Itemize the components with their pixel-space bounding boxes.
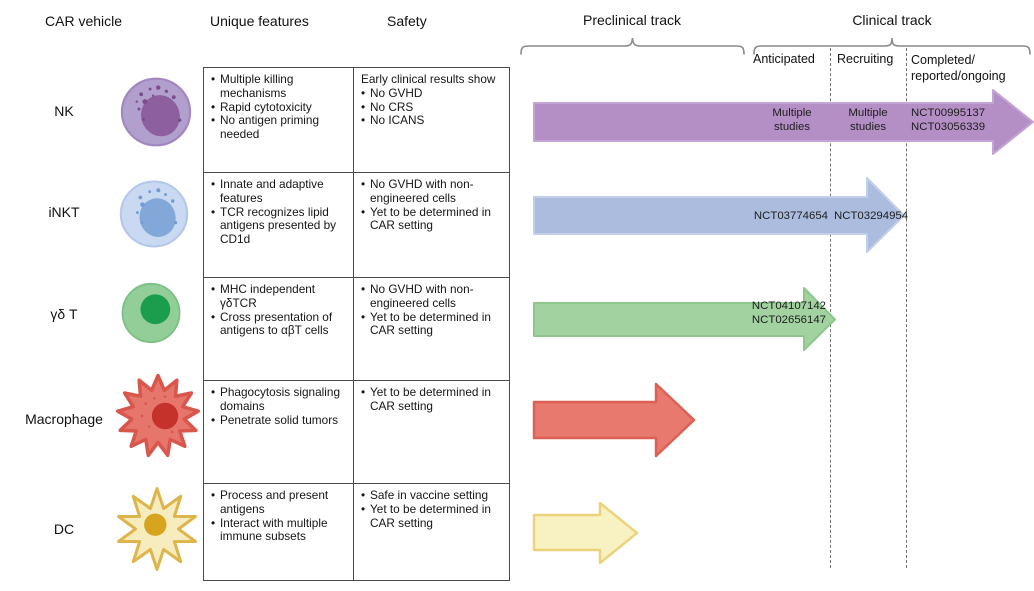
gamma-delta-t-safety-cell: No GVHD with non-engineered cells Yet to…: [354, 278, 509, 381]
preclinical-brace: [520, 37, 745, 55]
col-header-clinical-track: Clinical track: [852, 12, 932, 28]
track-braces: [520, 37, 1031, 55]
row-label-inkt: iNKT: [48, 204, 80, 220]
dc-safety-cell: Safe in vaccine setting Yet to be determ…: [354, 484, 509, 580]
macrophage-features-cell: Phagocytosis signaling domains Penetrate…: [204, 381, 354, 484]
row-label-nk: NK: [54, 103, 74, 119]
divider-recruiting-completed: [906, 48, 907, 568]
dc-track-arrow: [532, 501, 639, 565]
row-label-gamma-delta-t: γδ T: [50, 306, 78, 322]
col-header-unique-features: Unique features: [210, 13, 309, 29]
macrophage-track-arrow: [532, 382, 696, 458]
nk-cell-icon: [120, 77, 192, 147]
nk-anticipated-label: Multiple studies: [772, 107, 812, 133]
features-safety-table: Multiple killing mechanisms Rapid cytoto…: [203, 67, 510, 581]
subcol-header-completed: Completed/ reported/ongoing: [911, 53, 1006, 83]
inkt-recruiting-trial-label: NCT03294954: [834, 210, 909, 222]
subcol-header-anticipated: Anticipated: [753, 52, 815, 66]
dc-features-cell: Process and present antigens Interact wi…: [204, 484, 354, 580]
subcol-header-recruiting: Recruiting: [837, 52, 894, 66]
col-header-car-vehicle: CAR vehicle: [45, 13, 123, 29]
macrophage-cell-icon: [116, 373, 200, 458]
col-header-preclinical-track: Preclinical track: [582, 12, 682, 28]
gamma-delta-t-trials-label: NCT04107142 NCT02656147: [751, 300, 826, 326]
nk-recruiting-label: Multiple studies: [848, 107, 888, 133]
inkt-anticipated-trial-label: NCT03774654: [753, 210, 828, 222]
inkt-cell-icon: [119, 180, 189, 248]
inkt-safety-cell: No GVHD with non-engineered cells Yet to…: [354, 173, 509, 278]
dendritic-cell-icon: [117, 487, 197, 571]
macrophage-safety-cell: Yet to be determined in CAR setting: [354, 381, 509, 484]
nk-completed-trials-label: NCT00995137 NCT03056339: [911, 107, 986, 133]
col-header-safety: Safety: [387, 13, 427, 29]
nk-features-cell: Multiple killing mechanisms Rapid cytoto…: [204, 68, 354, 173]
row-label-macrophage: Macrophage: [25, 411, 103, 427]
row-label-dc: DC: [53, 521, 75, 537]
nk-safety-cell: Early clinical results show No GVHD No C…: [354, 68, 509, 173]
gamma-delta-t-features-cell: MHC independent γδTCR Cross presentation…: [204, 278, 354, 381]
gamma-delta-t-cell-icon: [121, 282, 181, 344]
inkt-features-cell: Innate and adaptive features TCR recogni…: [204, 173, 354, 278]
